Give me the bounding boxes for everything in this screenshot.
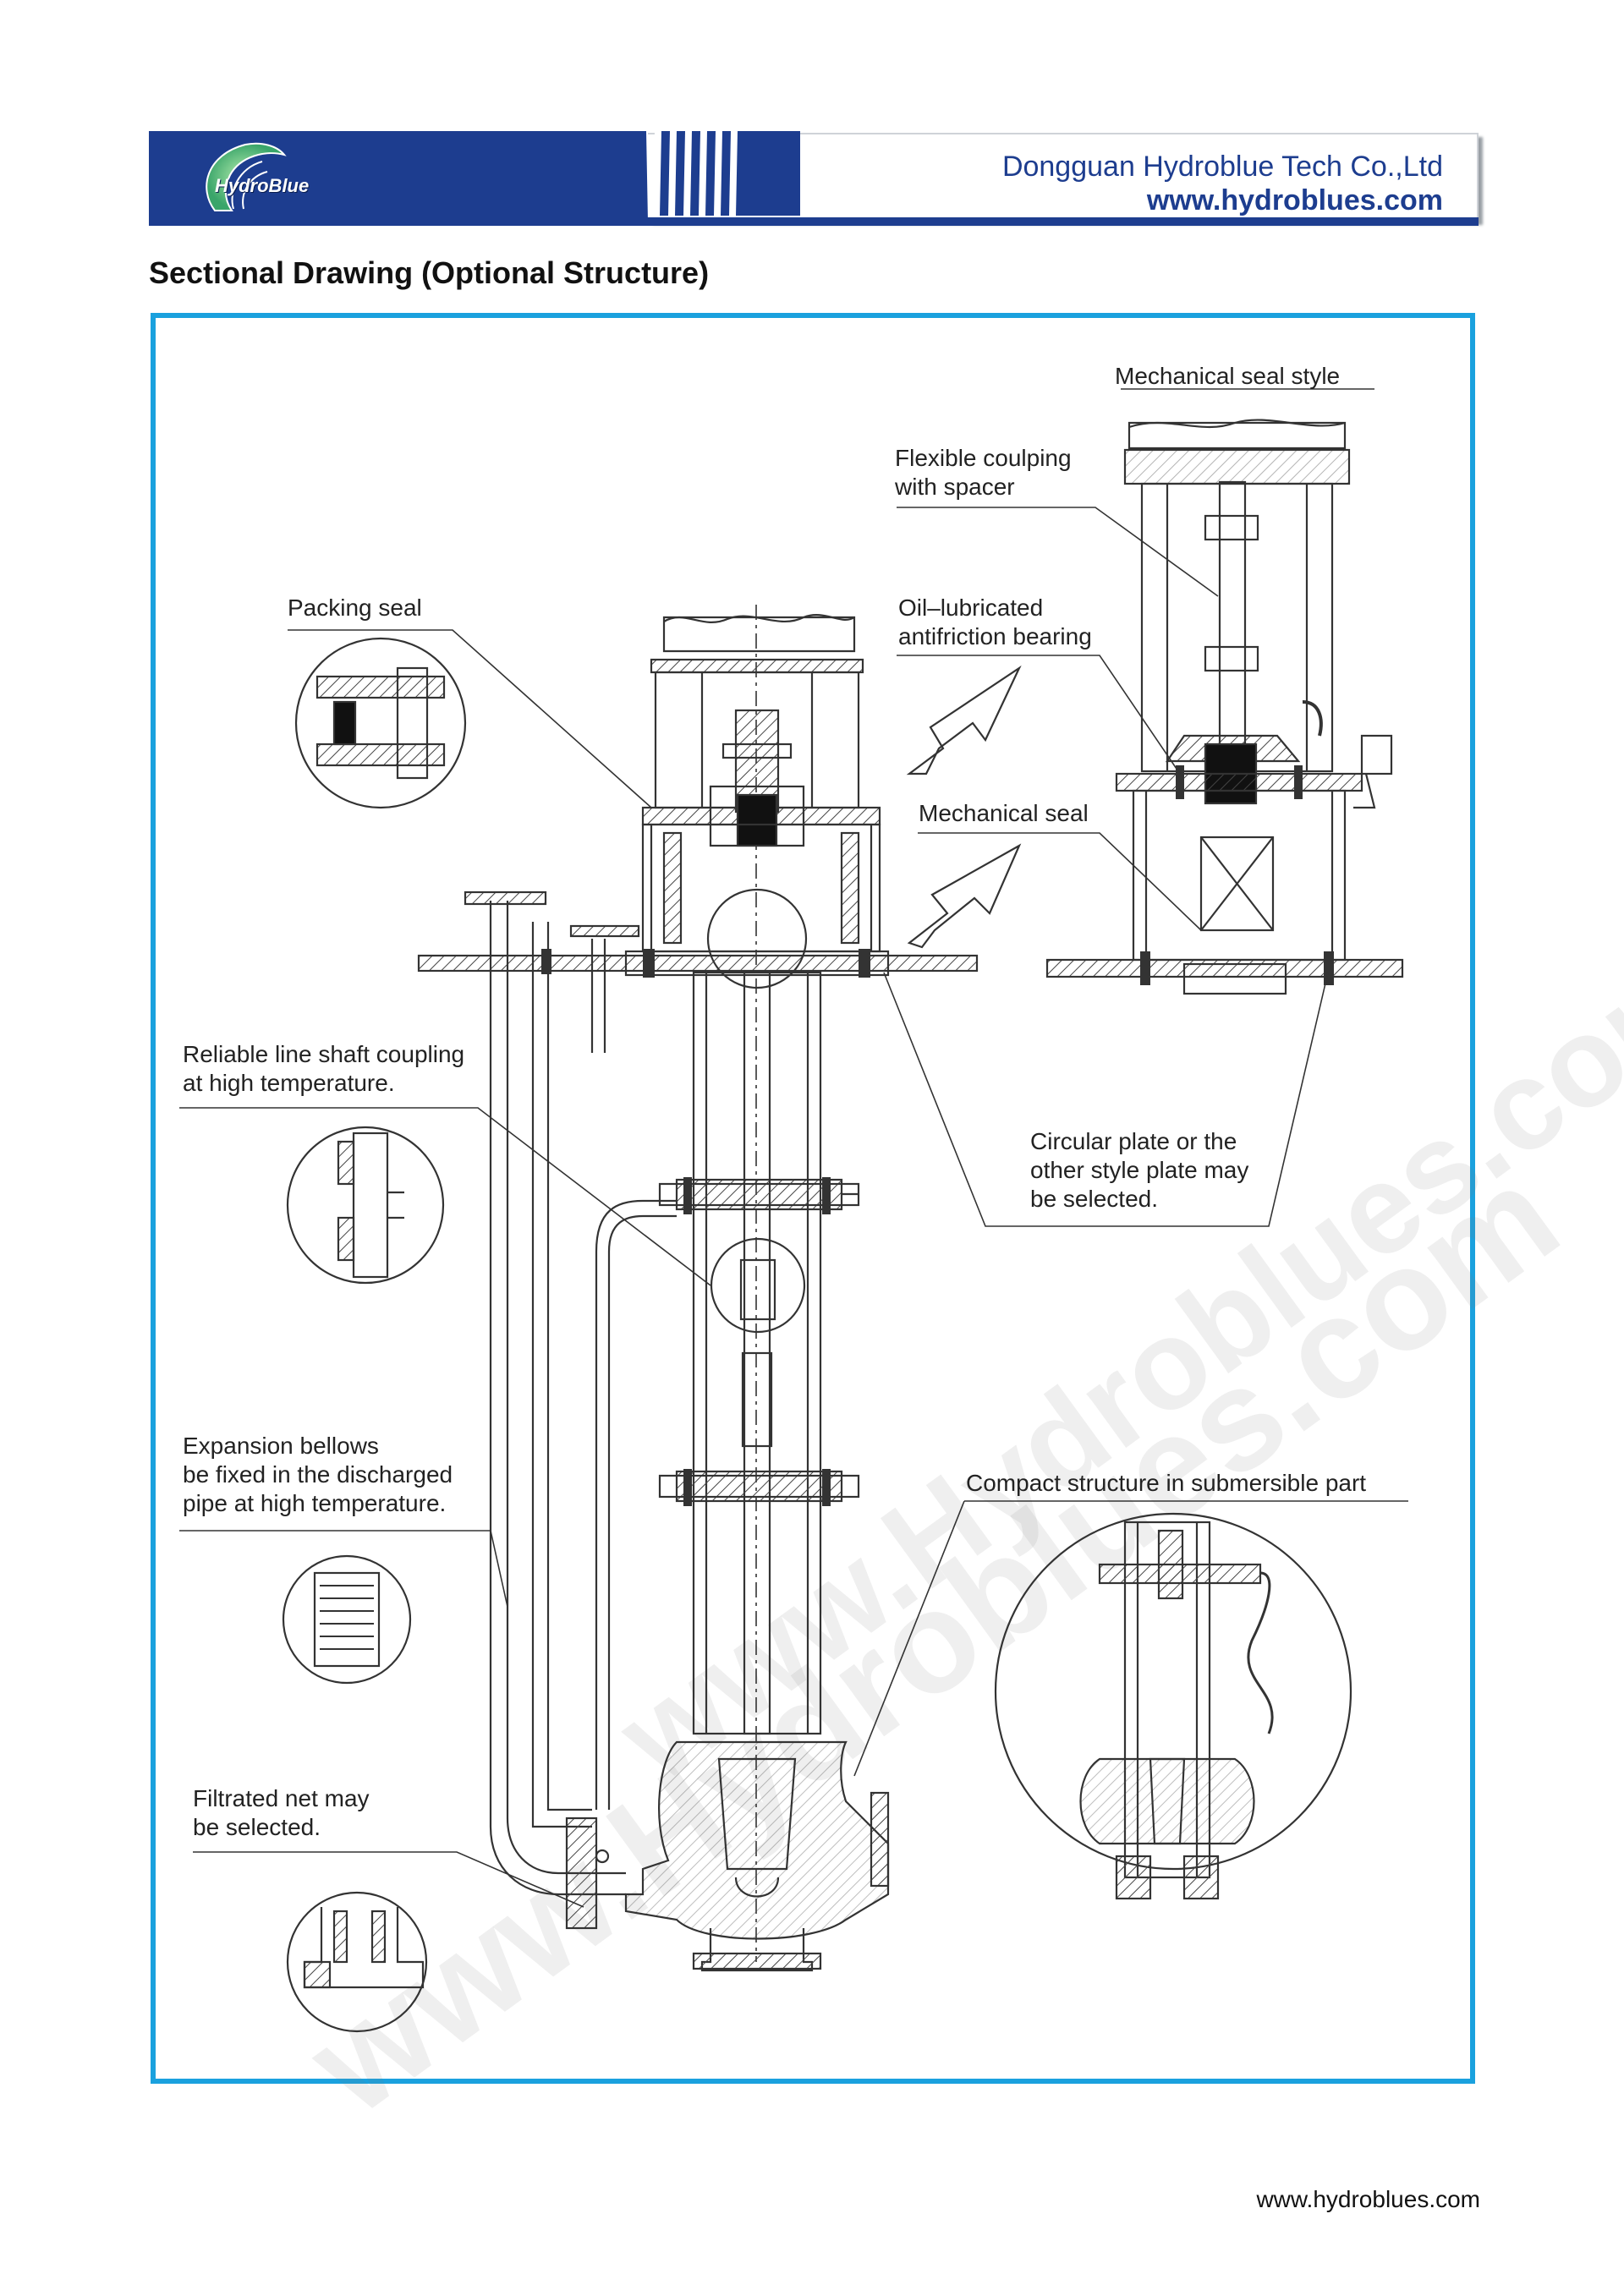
label-filtrated-net: Filtrated net may be selected.: [193, 1785, 370, 1840]
expansion-bellows-detail: [282, 1554, 412, 1685]
header-stripes-graphic: [496, 131, 800, 222]
arrow-icon-upper: [906, 665, 1022, 775]
company-info: Dongguan Hydroblue Tech Co.,Ltd www.hydr…: [1002, 150, 1443, 217]
line-shaft-coupling-detail: [286, 1126, 445, 1285]
label-mechanical-seal-style: Mechanical seal style: [1115, 363, 1341, 389]
label-oil-bearing: Oil–lubricated antifriction bearing: [898, 595, 1092, 649]
page-header: Dongguan Hydroblue Tech Co.,Ltd www.hydr…: [149, 131, 1479, 227]
header-underline: [149, 217, 1479, 226]
arrow-icon-lower: [907, 843, 1022, 949]
label-flexible-coupling: Flexible coulping with spacer: [895, 445, 1072, 500]
filtrated-net-detail: [286, 1891, 428, 2033]
main-pump-assembly: [417, 605, 979, 1972]
label-compact-structure: Compact structure in submersible part: [966, 1470, 1367, 1496]
hydroblue-logo-icon: [206, 142, 287, 211]
drawing-frame: [151, 313, 1475, 2084]
mechanical-seal-style-detail: [1045, 419, 1404, 995]
company-url[interactable]: www.hydroblues.com: [1146, 184, 1443, 216]
company-name: Dongguan Hydroblue Tech Co.,Ltd: [1001, 151, 1443, 183]
label-mechanical-seal: Mechanical seal: [919, 800, 1089, 826]
leader-lines: [179, 388, 1408, 1908]
label-expansion-bellows: Expansion bellows be fixed in the discha…: [183, 1433, 453, 1516]
label-packing-seal: Packing seal: [288, 595, 422, 621]
logo-text: HydroBlue: [215, 175, 310, 196]
packing-seal-detail: [294, 637, 467, 809]
compact-structure-detail: [994, 1512, 1352, 1900]
label-line-shaft-coupling: Reliable line shaft coupling at high tem…: [183, 1041, 465, 1096]
section-title: Sectional Drawing (Optional Structure): [149, 255, 710, 290]
label-circular-plate: Circular plate or the other style plate …: [1030, 1128, 1249, 1212]
sectional-drawing: [179, 388, 1408, 2033]
footer-url[interactable]: www.hydroblues.com: [1256, 2186, 1480, 2212]
